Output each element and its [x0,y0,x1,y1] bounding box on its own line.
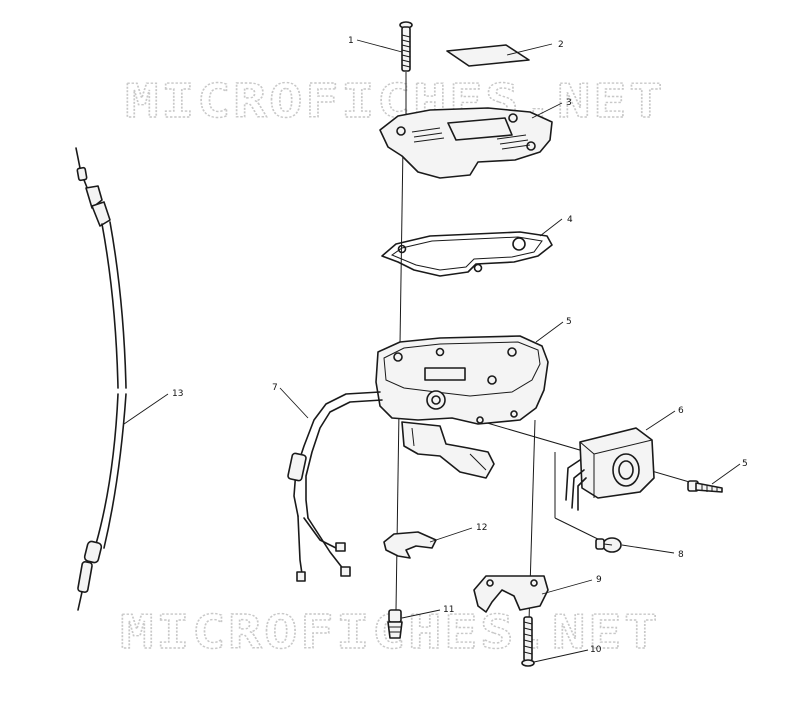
callout-5a: 5 [566,317,572,327]
part-1-screw [399,21,413,72]
callout-9: 9 [596,575,602,585]
callout-8: 8 [678,550,684,560]
callout-labels: 1 2 3 4 5 5 6 7 8 9 10 11 12 13 [172,36,748,655]
callout-12: 12 [476,523,487,533]
part-4-gasket [381,231,553,277]
callout-7: 7 [272,383,278,393]
part-5-housing [375,335,549,479]
part-2-lens [446,44,530,67]
callout-3: 3 [566,98,572,108]
leader-lines [123,39,741,663]
part-6-switch [565,427,655,511]
callout-4: 4 [567,215,573,225]
part-8-bulb [595,537,622,553]
part-9-clamp [473,575,549,613]
callout-6: 6 [678,406,684,416]
callout-2: 2 [558,40,564,50]
part-12-spring-clip [383,531,437,559]
callout-1: 1 [348,36,354,46]
callout-11: 11 [443,605,454,615]
callout-10: 10 [590,645,602,655]
callout-13: 13 [172,389,183,399]
part-7-wire-harness [287,391,383,582]
callout-5b: 5 [742,459,748,469]
part-13-throttle-cable [75,147,127,611]
part-5-screw [687,480,723,493]
part-11-screw [387,609,403,639]
part-10-screw [521,616,535,667]
part-3-cover-plate [379,107,553,179]
